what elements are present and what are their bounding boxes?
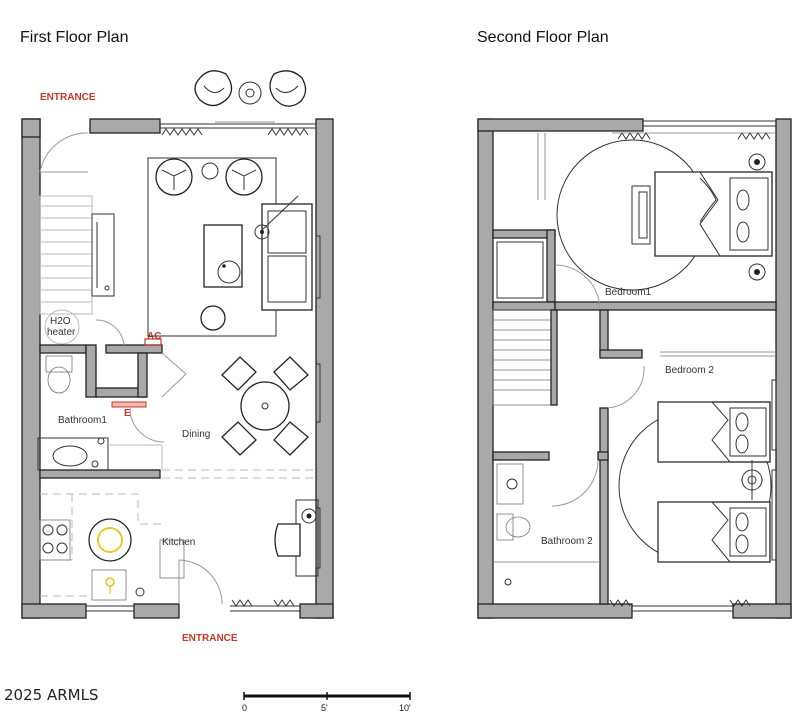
ff-south-wall-left xyxy=(21,603,87,619)
patio-set xyxy=(194,70,307,107)
entrance-label-top: ENTRANCE xyxy=(40,92,96,103)
bathroom2-label: Bathroom 2 xyxy=(541,536,593,547)
ff-entrance-door-top xyxy=(39,132,89,173)
scale-label-0: 0 xyxy=(242,703,247,713)
coffee-table xyxy=(203,224,243,288)
bathroom1-label: Bathroom1 xyxy=(58,415,107,426)
sofa xyxy=(254,195,313,311)
ff-stairs xyxy=(39,195,115,315)
electric-label: E xyxy=(124,408,131,419)
copyright-text: 2025 ARMLS xyxy=(4,686,98,704)
ff-entrance-door-bottom xyxy=(178,559,223,605)
dining-label: Dining xyxy=(182,429,210,440)
side-table xyxy=(200,305,226,331)
kitchen-fixtures xyxy=(39,493,321,601)
ff-south-wall-right xyxy=(299,603,334,619)
second-floor-plan: Bedroom1 Bedroom 2 xyxy=(477,118,792,619)
second-floor-title: Second Floor Plan xyxy=(477,29,609,46)
bathroom1-fixtures xyxy=(37,355,109,471)
bedroom2-label: Bedroom 2 xyxy=(665,365,714,376)
bedroom1-label: Bedroom1 xyxy=(605,287,652,298)
first-floor-title: First Floor Plan xyxy=(20,29,128,46)
bedroom1-bed xyxy=(631,153,773,281)
scale-label-5: 5' xyxy=(321,703,328,713)
bathroom2-fixtures xyxy=(493,463,600,586)
water-heater-label: H2O xyxy=(50,316,71,327)
sf-east-wall xyxy=(775,118,792,619)
ff-east-wall xyxy=(315,118,334,619)
entrance-label-bottom: ENTRANCE xyxy=(182,633,238,644)
sf-stairs xyxy=(492,309,558,406)
living-chairs xyxy=(155,158,263,196)
sf-south-wall-left xyxy=(477,603,633,619)
water-heater-label-2: heater xyxy=(47,327,76,338)
first-floor-plan: H2O heater AC E Bathroom1 xyxy=(21,70,334,644)
scale-bar: 0 5' 10' xyxy=(242,692,411,713)
sf-north-wall xyxy=(477,118,644,132)
ff-south-wall-mid xyxy=(133,603,180,619)
bedroom2-beds xyxy=(657,379,777,563)
kitchen-label: Kitchen xyxy=(162,537,195,548)
scale-label-10: 10' xyxy=(399,703,411,713)
water-heater-icon xyxy=(44,309,80,345)
sf-west-wall xyxy=(477,118,494,619)
dining-set xyxy=(221,356,309,456)
ff-west-wall xyxy=(21,118,41,619)
ff-north-wall-left xyxy=(89,118,161,134)
